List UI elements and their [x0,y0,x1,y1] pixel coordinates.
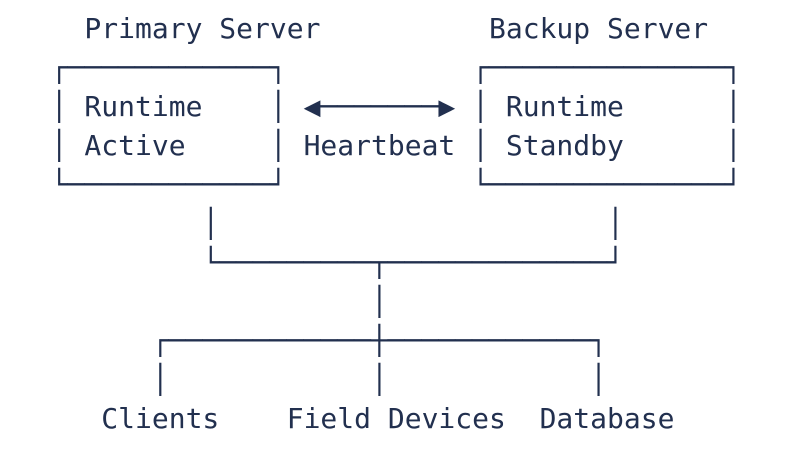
clients-node-label: Clients [101,402,220,435]
backup-server-title: Backup Server [489,12,709,45]
primary-server-title: Primary Server [84,12,321,45]
primary-active-status-label: Active [84,129,186,162]
backup-standby-status-label: Standby [505,129,624,162]
heartbeat-link-label: Heartbeat [303,129,456,162]
primary-runtime-label: Runtime [84,90,203,123]
field-devices-node-label: Field Devices [286,402,506,435]
database-node-label: Database [539,402,675,435]
backup-runtime-label: Runtime [505,90,624,123]
connector-line-art: ┌────────────┐ ┌──────────────┐ │ │ ◀───… [50,51,742,396]
